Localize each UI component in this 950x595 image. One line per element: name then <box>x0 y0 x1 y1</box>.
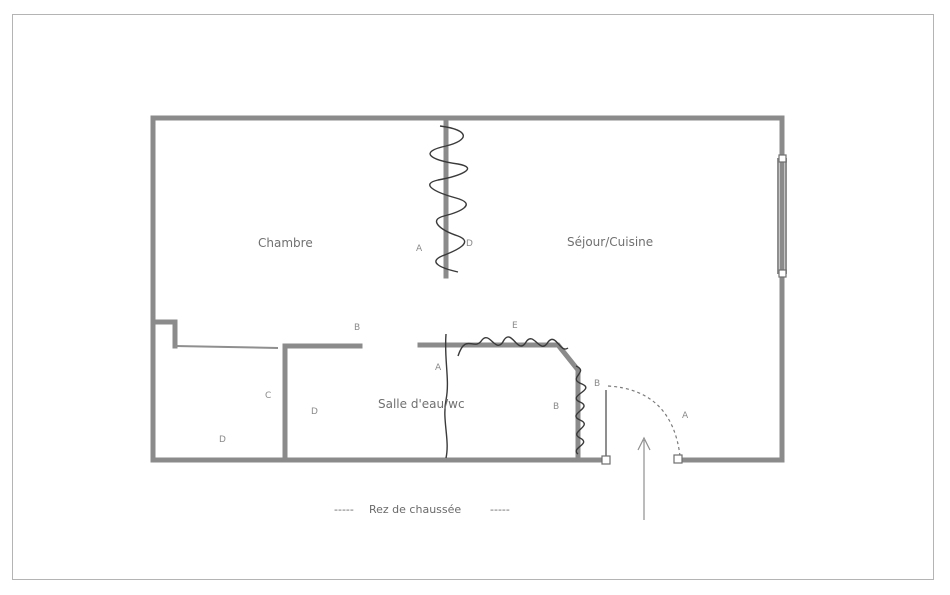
caption-dashes-left: ----- <box>334 503 354 516</box>
door-node-left <box>601 455 611 465</box>
scribble-bath-right <box>575 365 587 455</box>
marker-b-door: B <box>594 379 600 389</box>
closet-line <box>174 345 279 349</box>
room-label-chambre: Chambre <box>258 236 313 250</box>
door-swing-arc <box>607 385 681 457</box>
frame-border <box>12 14 934 580</box>
wall-bath-top-right <box>417 342 581 463</box>
marker-a-central: A <box>416 244 423 254</box>
marker-d-bath: D <box>311 407 318 417</box>
window-node-top <box>778 154 787 163</box>
marker-d-sejour: D <box>466 239 473 249</box>
plan-caption: Rez de chaussée <box>369 503 461 516</box>
scribble-bath-divider <box>444 333 449 459</box>
scribble-bath-top <box>457 336 569 357</box>
closet-wall <box>150 319 178 349</box>
entrance-arrow-head <box>637 436 651 451</box>
marker-d-closet: D <box>219 435 226 445</box>
marker-b-chambre: B <box>354 323 360 333</box>
room-label-sejour: Séjour/Cuisine <box>567 235 653 249</box>
caption-dashes-right: ----- <box>490 503 510 516</box>
marker-c-closet: C <box>265 391 271 401</box>
door-node-right <box>673 454 683 464</box>
window-right <box>777 158 787 274</box>
scribble-top-partition <box>429 125 469 273</box>
room-label-salle-eau: Salle d'eau/wc <box>378 397 465 411</box>
window-node-bottom <box>778 269 787 278</box>
marker-e-sejour: E <box>512 321 518 331</box>
marker-b-bath: B <box>553 402 559 412</box>
marker-a-entrance: A <box>682 411 689 421</box>
marker-a-bath: A <box>435 363 442 373</box>
